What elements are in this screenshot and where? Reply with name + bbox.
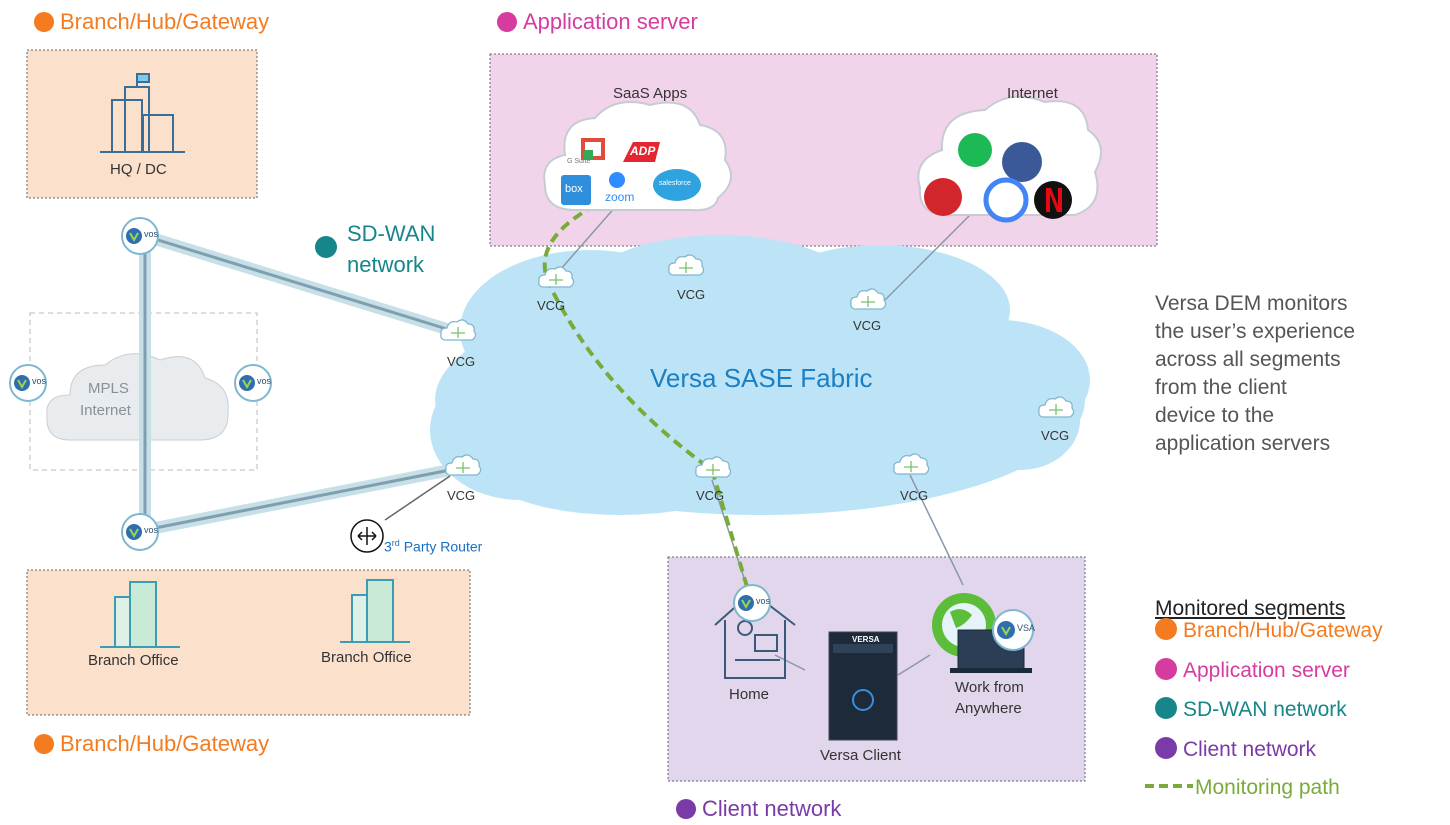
anywhere-label: Anywhere — [955, 700, 1022, 717]
adp-label: ADP — [630, 144, 656, 158]
vcg-icon — [538, 266, 575, 288]
sdwan-dot-icon — [1155, 697, 1177, 719]
vos-badge-icon — [733, 584, 771, 622]
hq-label: HQ / DC — [110, 161, 167, 178]
vcg-icon — [893, 453, 930, 475]
zoom-label: zoom — [605, 190, 635, 204]
box-icon — [561, 175, 591, 205]
router-label: 3rd Party Router — [384, 538, 483, 555]
home-label: Home — [729, 686, 770, 703]
versa-client-app-icon — [828, 631, 898, 741]
vcg-label: VCG — [1041, 428, 1070, 443]
description: Versa DEM monitors the user’s experience… — [1155, 292, 1356, 455]
vos-badge-icon — [121, 513, 159, 551]
google-icon — [983, 177, 1029, 223]
vcg-icon — [445, 454, 482, 476]
internet-label: Internet — [1007, 85, 1058, 102]
segment-sdwan: SD-WAN network — [347, 221, 436, 277]
salesforce-icon — [653, 169, 701, 201]
vcg-label: VCG — [677, 287, 706, 302]
branch-building-icon-2 — [340, 579, 410, 643]
legend-item-sdwan: SD-WAN network — [1155, 697, 1347, 722]
legend-title: Monitored segments — [1155, 597, 1346, 620]
legend-item-monitoring: Monitoring path — [1145, 776, 1340, 800]
box-label: box — [565, 183, 583, 195]
vcg-icon — [440, 319, 477, 341]
fabric-label: Versa SASE Fabric — [650, 363, 873, 393]
branch-dot-icon — [34, 734, 54, 754]
sdwan-links — [143, 234, 451, 532]
segment-branch-bottom: Branch/Hub/Gateway — [34, 731, 269, 757]
vcg-label: VCG — [696, 488, 725, 503]
gsuite-label: G Suite — [567, 158, 591, 165]
vcg-icon — [668, 254, 705, 276]
adp-icon — [623, 142, 660, 162]
branch-building-icon-1 — [100, 581, 180, 648]
vos-badge-icon — [234, 364, 272, 402]
vcg-icon — [695, 456, 732, 478]
router-icon — [350, 519, 384, 553]
work-from-label: Work from — [955, 679, 1024, 696]
vos-label: vos — [257, 376, 272, 386]
vos-label: vos — [32, 376, 47, 386]
app-dot-icon — [1155, 658, 1177, 680]
branch-dot-icon — [1155, 618, 1177, 640]
youtube-icon — [924, 178, 962, 216]
versa-brand-label: VERSA — [852, 635, 880, 644]
vos-label: vos — [144, 229, 159, 239]
client-dot-icon — [1155, 737, 1177, 759]
mpls-label: MPLS — [88, 380, 129, 397]
monitoring-path-icon — [1145, 784, 1193, 788]
vcg-icon — [1038, 396, 1075, 418]
legend-item-app: Application server — [1155, 658, 1350, 683]
vos-label: vos — [144, 525, 159, 535]
legend-item-branch: Branch/Hub/Gateway — [1155, 618, 1383, 643]
legend-item-client: Client network — [1155, 737, 1316, 762]
salesforce-label: salesforce — [659, 180, 691, 187]
vos-label: vos — [756, 596, 771, 606]
segment-branch-top: Branch/Hub/Gateway — [34, 9, 269, 35]
segment-app-server: Application server — [497, 9, 698, 35]
client-dot-icon — [676, 799, 696, 819]
monitoring-path — [542, 196, 750, 591]
vcg-label: VCG — [447, 354, 476, 369]
segment-client-network: Client network — [676, 796, 841, 822]
vsa-badge-icon — [992, 609, 1034, 651]
vsa-label: VSA — [1017, 623, 1036, 633]
internet-transport-label: Internet — [80, 402, 131, 419]
gsuite-icon — [581, 138, 605, 160]
vcg-label: VCG — [900, 488, 929, 503]
netflix-n — [1046, 188, 1062, 212]
vos-badge-icon — [9, 364, 47, 402]
vcg-label: VCG — [447, 488, 476, 503]
vcg-label: VCG — [853, 318, 882, 333]
branch-office-label-1: Branch Office — [88, 652, 179, 669]
branch-dot-icon — [34, 12, 54, 32]
vcg-icon — [850, 288, 887, 310]
sdwan-dot-icon — [315, 236, 337, 258]
saas-label: SaaS Apps — [613, 85, 688, 102]
vcg-icons — [440, 254, 1075, 478]
zoom-icon — [609, 172, 625, 188]
hq-building-icon — [100, 73, 185, 153]
facebook-icon — [1002, 142, 1042, 182]
versa-client-label: Versa Client — [820, 747, 901, 764]
vos-badges — [9, 217, 1034, 651]
vcg-label: VCG — [537, 298, 566, 313]
spotify-icon — [958, 133, 992, 167]
branch-office-label-2: Branch Office — [321, 649, 412, 666]
app-dot-icon — [497, 12, 517, 32]
mpls-cloud — [46, 353, 229, 441]
vos-badge-icon — [121, 217, 159, 255]
